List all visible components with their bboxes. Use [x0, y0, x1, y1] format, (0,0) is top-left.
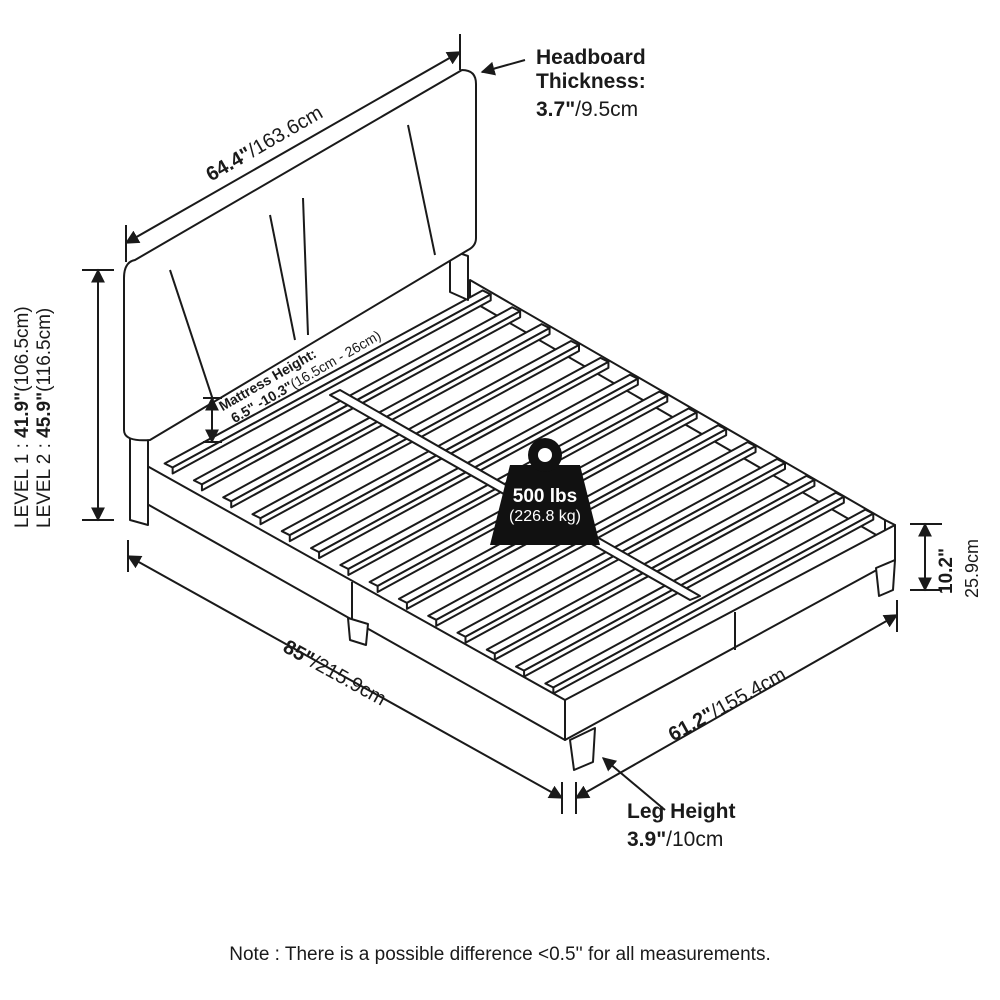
height-level2-cm: (116.5cm) — [33, 307, 55, 392]
leg-height-cm: /10cm — [666, 828, 724, 851]
height-level1-inches: 41.9" — [12, 391, 33, 438]
height-dimension-label: LEVEL 1 : 41.9"(106.5cm) LEVEL 2 : 45.9"… — [12, 306, 56, 528]
mattress-height-dimension-line — [203, 396, 222, 444]
headboard-thickness-arrow — [480, 59, 526, 76]
length-dimension-line — [126, 540, 564, 814]
headboard-thickness-label-line1: Headboard — [536, 46, 646, 69]
measurement-note: Note : There is a possible difference <0… — [229, 944, 771, 965]
slat-edge — [171, 293, 492, 475]
leg-height-label: Leg Height — [627, 800, 736, 823]
height-dimension-line — [82, 268, 114, 522]
side-height-cm: 25.9cm — [962, 538, 982, 598]
weight-capacity-kg: (226.8 kg) — [508, 508, 582, 525]
height-level1-cm: (106.5cm) — [12, 306, 33, 392]
headboard-thickness-inches: 3.7" — [536, 98, 576, 121]
height-level2-inches: 45.9" — [33, 391, 55, 438]
headboard-thickness-value: 3.7"/9.5cm — [536, 98, 638, 122]
height-level1-prefix: LEVEL 1 : — [12, 437, 33, 528]
leg-height-inches: 3.9" — [627, 828, 667, 851]
slat-edge — [200, 310, 522, 492]
height-level2-prefix: LEVEL 2 : — [33, 437, 55, 528]
leg-height-arrow — [601, 757, 666, 811]
width-dimension-line — [124, 34, 462, 262]
weight-icon — [490, 438, 600, 545]
headboard-thickness-label: Headboard Thickness: — [536, 46, 646, 94]
headboard-thickness-label-line2: Thickness: — [536, 70, 646, 94]
foot-width-dimension-line — [574, 600, 899, 814]
headboard-posts — [129, 249, 469, 526]
side-height-dimension-line — [910, 522, 942, 592]
leg-height-value: 3.9"/10cm — [627, 828, 723, 852]
side-height-inches: 10.2" — [936, 548, 957, 594]
height-level1: LEVEL 1 : 41.9"(106.5cm) — [12, 306, 34, 528]
height-level2: LEVEL 2 : 45.9"(116.5cm) — [34, 306, 56, 528]
headboard-thickness-cm: /9.5cm — [575, 98, 639, 121]
weight-capacity-lbs: 500 lbs — [512, 486, 578, 507]
